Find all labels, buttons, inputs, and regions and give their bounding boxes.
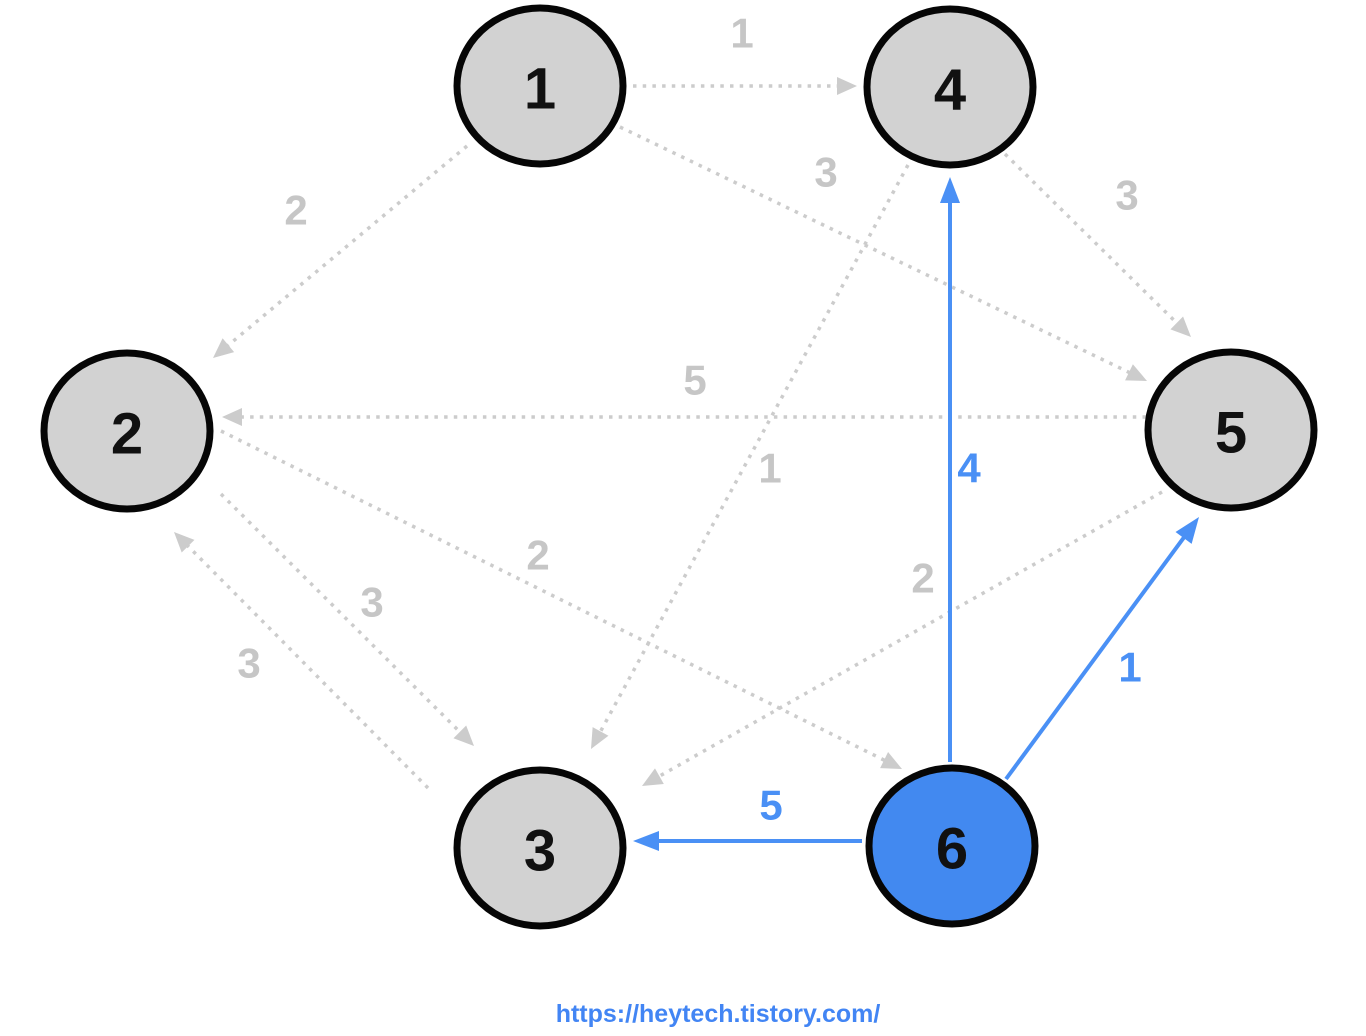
node-circle xyxy=(40,349,214,513)
edge-weight-label: 2 xyxy=(526,532,549,579)
edge-5-2: 5 xyxy=(222,357,1146,426)
edge-6-5: 1 xyxy=(1004,517,1199,781)
arrowhead-icon xyxy=(837,77,857,95)
node-circle xyxy=(453,4,627,168)
arrowhead-icon xyxy=(633,831,659,851)
node-6: 6 xyxy=(865,764,1039,928)
edge-weight-label: 3 xyxy=(1115,172,1138,219)
edge-line xyxy=(619,125,1135,377)
node-5: 5 xyxy=(1144,348,1318,512)
edge-weight-label: 1 xyxy=(758,445,781,492)
arrowhead-icon xyxy=(174,532,195,553)
node-number-label: 4 xyxy=(934,58,966,123)
edge-weight-label: 3 xyxy=(360,579,383,626)
edge-line xyxy=(596,164,910,737)
node-circle xyxy=(453,766,627,930)
arrowhead-icon xyxy=(642,768,664,786)
arrowhead-icon xyxy=(453,725,474,746)
edge-line xyxy=(654,490,1163,781)
edge-6-3: 5 xyxy=(633,782,862,851)
arrowhead-icon xyxy=(222,408,242,426)
edge-line xyxy=(223,144,469,350)
node-1: 1 xyxy=(453,4,627,168)
arrowhead-icon xyxy=(940,177,960,203)
edge-line xyxy=(1003,152,1182,328)
edge-1-5: 3 xyxy=(619,125,1147,381)
arrowhead-icon xyxy=(1175,517,1199,544)
node-circle xyxy=(865,764,1039,928)
node-number-label: 5 xyxy=(1215,401,1247,466)
arrowhead-icon xyxy=(591,727,609,749)
edge-2-6: 2 xyxy=(220,429,902,769)
edge-2-3: 3 xyxy=(219,492,474,746)
node-number-label: 1 xyxy=(524,57,556,122)
edge-weight-label: 1 xyxy=(730,10,753,57)
footer-url-link[interactable]: https://heytech.tistory.com/ xyxy=(555,1000,881,1028)
node-2: 2 xyxy=(40,349,214,513)
edge-line xyxy=(220,429,890,764)
arrowhead-icon xyxy=(880,752,902,769)
edge-3-2: 3 xyxy=(174,532,430,790)
edge-1-2: 2 xyxy=(213,144,469,358)
node-number-label: 3 xyxy=(524,819,556,884)
edge-line xyxy=(1004,531,1190,781)
node-circle xyxy=(1144,348,1318,512)
node-number-label: 6 xyxy=(936,817,968,882)
edge-1-4: 1 xyxy=(633,10,857,95)
edge-weight-label: 5 xyxy=(759,782,782,829)
edge-5-3: 2 xyxy=(642,490,1163,786)
edge-weight-label: 5 xyxy=(683,357,706,404)
edge-4-3: 1 xyxy=(591,164,910,749)
edge-line xyxy=(183,541,430,790)
edge-4-5: 3 xyxy=(1003,152,1191,337)
edge-6-4: 4 xyxy=(940,177,981,762)
node-circle xyxy=(863,5,1037,169)
node-4: 4 xyxy=(863,5,1037,169)
edge-weight-label: 2 xyxy=(284,187,307,234)
arrowhead-icon xyxy=(213,338,235,358)
edge-weight-label: 4 xyxy=(957,445,981,492)
arrowhead-icon xyxy=(1125,364,1147,381)
node-number-label: 2 xyxy=(111,402,143,467)
arrowhead-icon xyxy=(1170,316,1191,337)
edge-weight-label: 1 xyxy=(1118,644,1141,691)
edge-weight-label: 3 xyxy=(237,640,260,687)
node-3: 3 xyxy=(453,766,627,930)
edge-weight-label: 2 xyxy=(911,555,934,602)
edge-weight-label: 3 xyxy=(814,149,837,196)
